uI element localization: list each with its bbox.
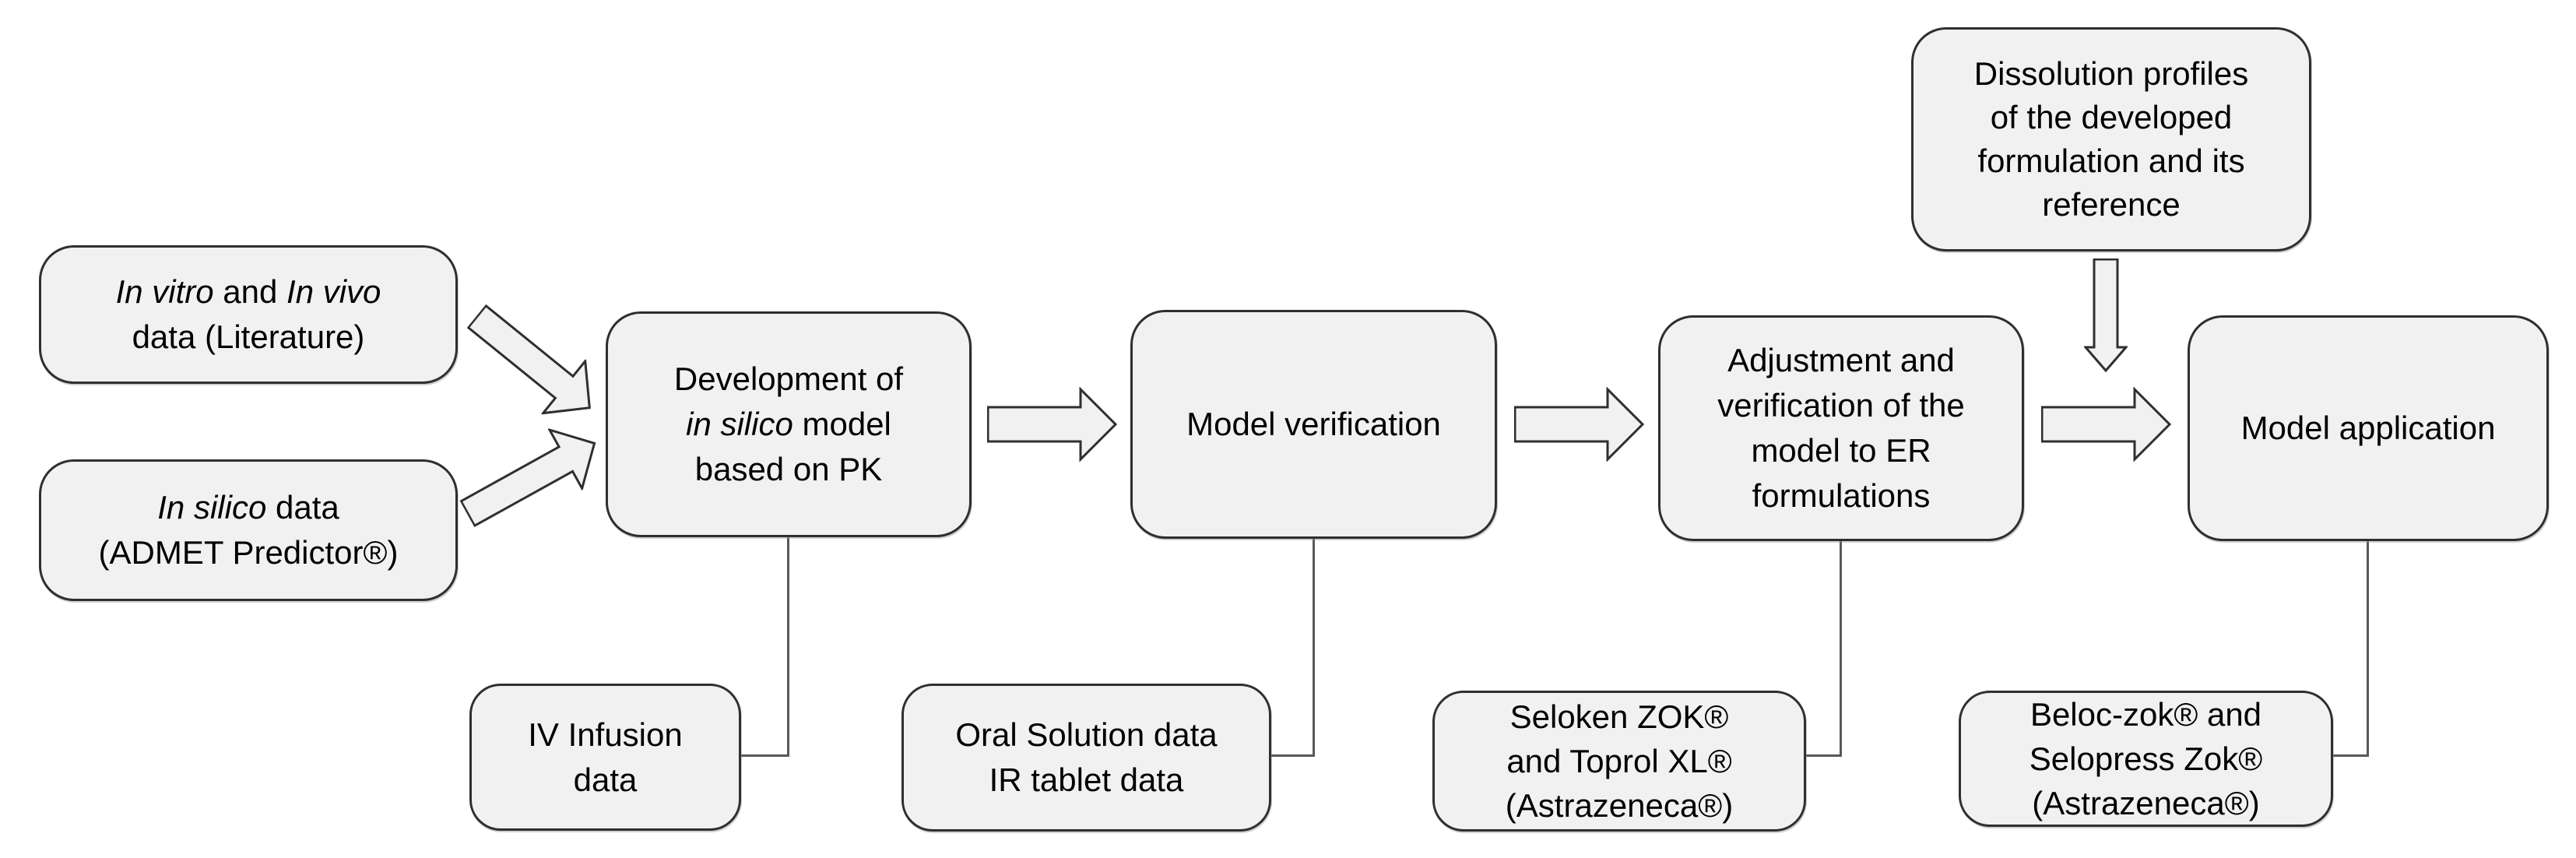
node-text: Selopress Zok® bbox=[2029, 740, 2263, 777]
node-adjustment: Adjustment and verification of the model… bbox=[1658, 315, 2024, 541]
node-model-verification: Model verification bbox=[1130, 310, 1497, 539]
connector-development-to-iv-infusion bbox=[787, 537, 789, 756]
node-text: Beloc-zok® and bbox=[2030, 696, 2262, 733]
node-text: based on PK bbox=[694, 451, 883, 487]
connector-application-to-beloc bbox=[2333, 754, 2369, 757]
node-text: Model verification bbox=[1186, 406, 1441, 442]
node-model-application: Model application bbox=[2188, 315, 2549, 541]
arrow-dissolution-to-application-icon bbox=[2084, 258, 2128, 372]
node-iv-infusion-data: IV Infusion data bbox=[469, 684, 741, 831]
node-text: Development of bbox=[673, 360, 904, 397]
node-text: In silico data bbox=[157, 489, 339, 526]
node-text: model to ER bbox=[1751, 432, 1931, 469]
node-text: (Astrazeneca®) bbox=[2032, 785, 2260, 821]
node-text: Adjustment and bbox=[1727, 342, 1955, 378]
node-text: (ADMET Predictor®) bbox=[98, 534, 399, 571]
node-text: Model application bbox=[2240, 410, 2496, 446]
node-seloken-toprol: Seloken ZOK® and Toprol XL® (Astrazeneca… bbox=[1432, 691, 1806, 832]
arrow-insilico-to-development-icon bbox=[459, 427, 596, 528]
node-text: Oral Solution data bbox=[955, 716, 1218, 753]
arrow-adjustment-to-application-icon bbox=[2041, 387, 2172, 462]
connector-verification-to-oral-solution bbox=[1271, 754, 1315, 757]
node-text: in silico model bbox=[686, 406, 891, 442]
arrow-development-to-verification-icon bbox=[987, 387, 1118, 462]
node-beloc-selopress: Beloc-zok® and Selopress Zok® (Astrazene… bbox=[1959, 691, 2333, 827]
node-text: Dissolution profiles bbox=[1973, 55, 2249, 92]
connector-verification-to-oral-solution bbox=[1313, 539, 1315, 756]
node-text: In vitro and In vivo bbox=[115, 273, 381, 310]
connector-development-to-iv-infusion bbox=[741, 754, 789, 757]
node-text: verification of the bbox=[1717, 387, 1965, 424]
node-insilico-data: In silico data (ADMET Predictor®) bbox=[39, 459, 458, 601]
node-oral-solution-data: Oral Solution data IR tablet data bbox=[901, 684, 1271, 832]
node-text: Seloken ZOK® bbox=[1509, 698, 1729, 735]
arrow-invitro-to-development-icon bbox=[466, 304, 591, 415]
node-text: (Astrazeneca®) bbox=[1505, 787, 1734, 824]
node-text: IV Infusion bbox=[528, 716, 683, 753]
node-text: IR tablet data bbox=[989, 761, 1184, 798]
connector-application-to-beloc bbox=[2367, 541, 2369, 757]
connector-adjustment-to-seloken bbox=[1840, 541, 1842, 756]
node-text: and Toprol XL® bbox=[1506, 743, 1732, 779]
node-text: reference bbox=[2042, 186, 2181, 223]
arrow-verification-to-adjustment-icon bbox=[1514, 387, 1645, 462]
node-dissolution-profiles: Dissolution profiles of the developed fo… bbox=[1911, 27, 2311, 251]
connector-adjustment-to-seloken bbox=[1806, 754, 1842, 757]
node-text: of the developed bbox=[1990, 99, 2233, 135]
node-invitro-invivo-data: In vitro and In vivo data (Literature) bbox=[39, 245, 458, 384]
node-text: data bbox=[573, 761, 638, 798]
node-development: Development of in silico model based on … bbox=[606, 311, 972, 537]
node-text: data (Literature) bbox=[132, 318, 365, 355]
node-text: formulation and its bbox=[1977, 142, 2245, 179]
node-text: formulations bbox=[1752, 477, 1931, 514]
